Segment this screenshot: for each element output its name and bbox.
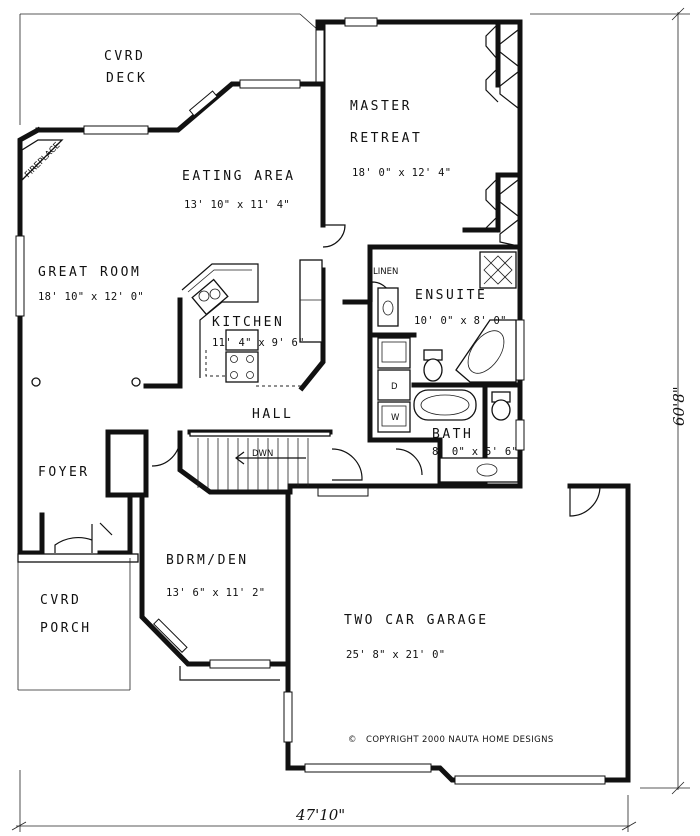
porch-outline [17, 553, 280, 690]
washer-label: W [391, 413, 400, 423]
windows [15, 17, 606, 785]
master-label-line2: RETREAT [350, 131, 422, 146]
bath-size: 8' 0" x 5' 6" [432, 446, 518, 458]
overall-depth-label: 60'8" [670, 386, 688, 426]
ensuite-size: 10' 0" x 8' 0" [414, 315, 507, 327]
master-size: 18' 0" x 12' 4" [352, 167, 451, 179]
garage-size: 25' 8" x 21' 0" [346, 649, 445, 661]
porch-label-line1: CVRD [40, 593, 81, 608]
kitchen-label: KITCHEN [212, 315, 284, 330]
garage-label: TWO CAR GARAGE [344, 613, 489, 628]
closet-doors [485, 23, 519, 247]
bath-fixtures: D W [377, 251, 519, 483]
bedroom-den-size: 13' 6" x 11' 2" [166, 587, 265, 599]
copyright-note: © COPYRIGHT 2000 NAUTA HOME DESIGNS [348, 735, 554, 745]
foyer-label: FOYER [38, 465, 90, 480]
kitchen-fixtures [31, 259, 323, 387]
stair-label: DWN [252, 449, 273, 459]
dimension-lines [11, 7, 690, 832]
deck-label-line2: DECK [106, 71, 147, 86]
deck-label-line1: CVRD [104, 49, 145, 64]
master-label-line1: MASTER [350, 99, 412, 114]
dryer-label: D [391, 382, 398, 392]
copyright-text: COPYRIGHT 2000 NAUTA HOME DESIGNS [366, 735, 554, 745]
hall-label: HALL [252, 407, 293, 422]
walls [17, 19, 631, 783]
kitchen-size: 11' 4" x 9' 6" [212, 337, 305, 349]
bath-label: BATH [432, 427, 473, 442]
stairs: DWN [189, 431, 331, 490]
room-labels: CVRD DECK MASTER RETREAT 18' 0" x 12' 4"… [38, 49, 518, 661]
overall-width-label: 47'10" [295, 806, 345, 824]
fireplace: FIREPLACE [21, 139, 64, 182]
porch-label-line2: PORCH [40, 621, 92, 636]
bedroom-den-label: BDRM/DEN [166, 553, 249, 568]
copyright-icon: © [348, 735, 357, 745]
linen-label: LINEN [373, 267, 398, 277]
ensuite-label: ENSUITE [415, 288, 487, 303]
great-room-size: 18' 10" x 12' 0" [38, 291, 144, 303]
eating-area-size: 13' 10" x 11' 4" [184, 199, 290, 211]
doors [54, 224, 601, 553]
great-room-label: GREAT ROOM [38, 265, 141, 280]
eating-area-label: EATING AREA [182, 169, 296, 184]
